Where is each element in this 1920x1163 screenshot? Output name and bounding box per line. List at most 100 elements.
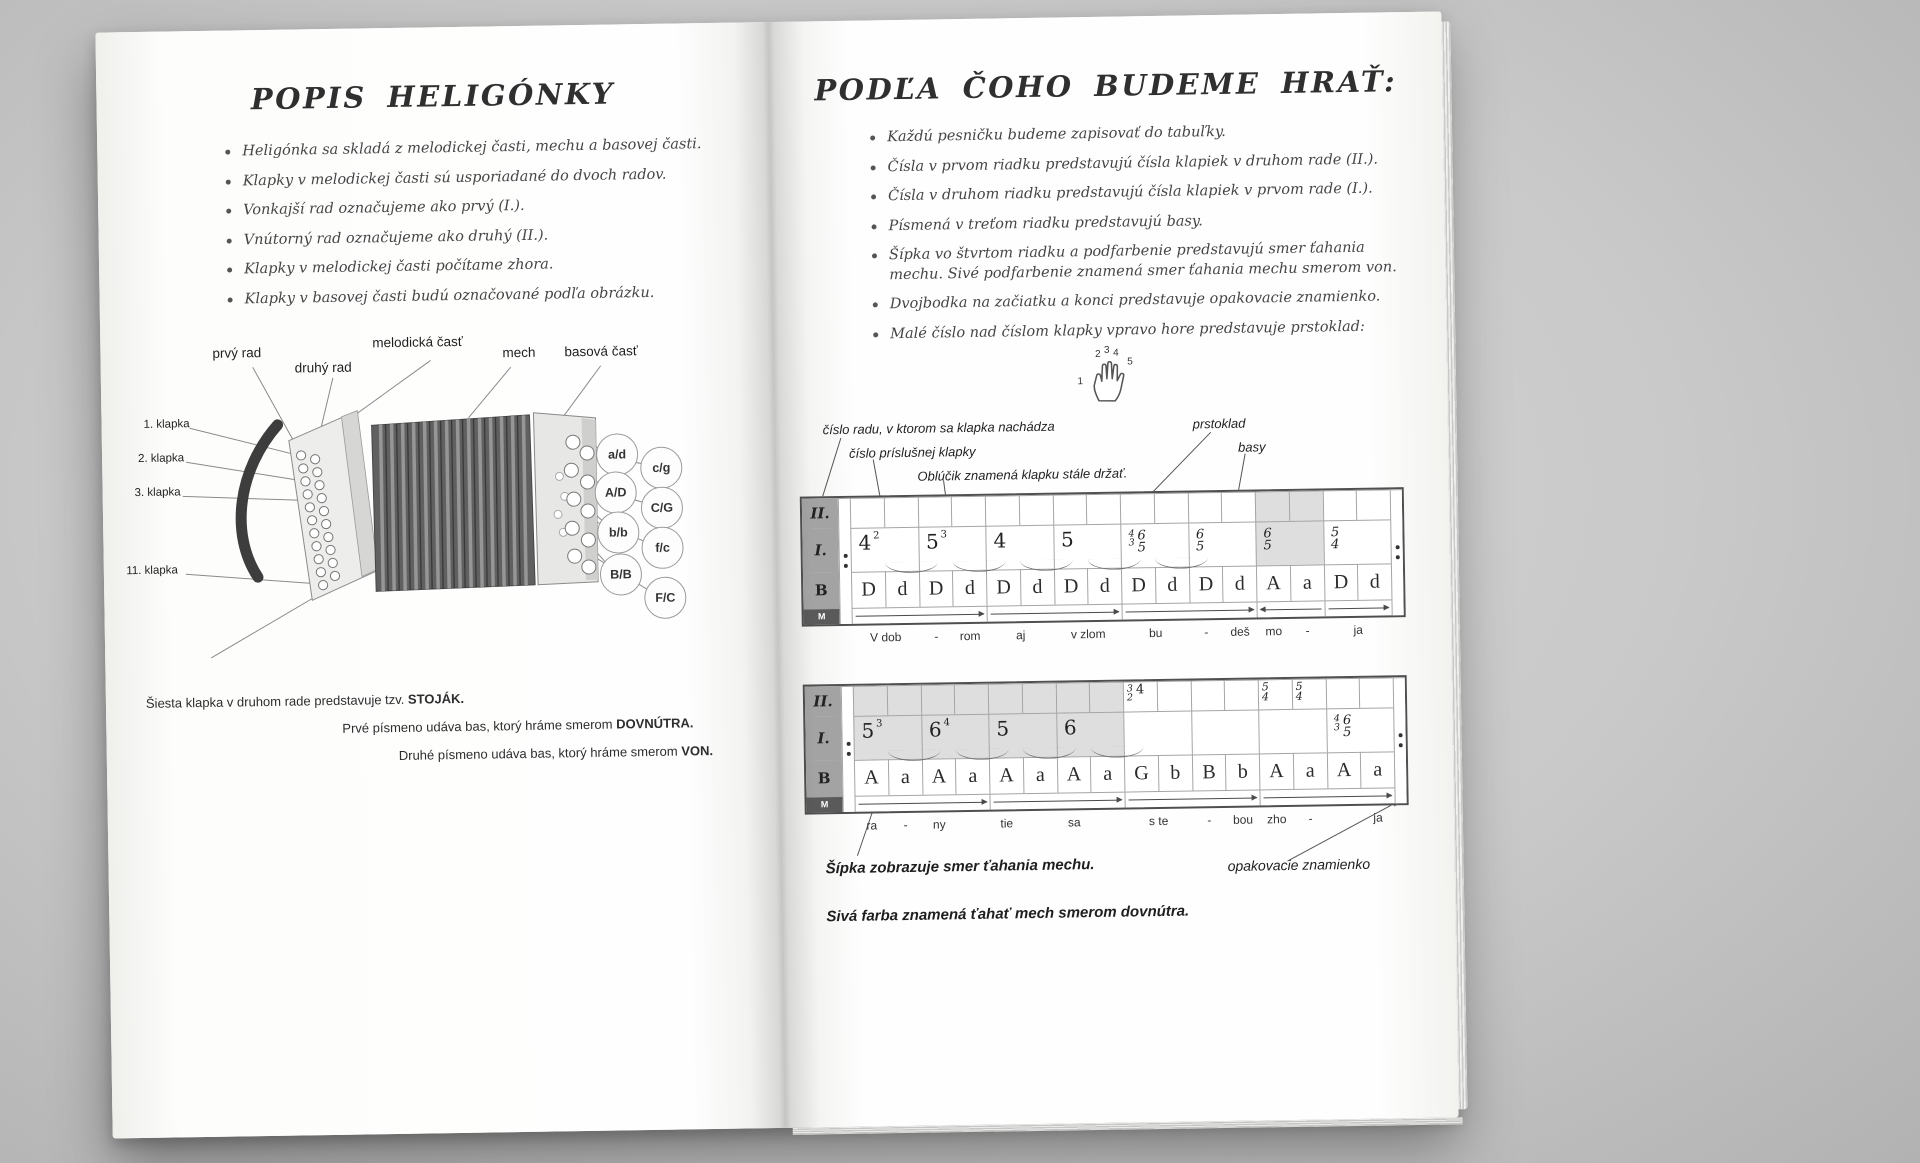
fingering-number: 2 bbox=[873, 529, 880, 541]
lyric-syllable: - bbox=[1204, 624, 1209, 639]
cell-row-II bbox=[1325, 677, 1360, 708]
bullet-icon bbox=[227, 297, 233, 303]
bullet-icon bbox=[872, 302, 878, 308]
bullet-icon bbox=[225, 149, 231, 155]
bullet-text: Heligónka sa skladá z melodickej časti, … bbox=[242, 136, 702, 160]
row-label: B bbox=[805, 759, 843, 797]
cell-bass: d bbox=[1087, 567, 1122, 604]
bullet-text: Vnútorný rad označujeme ako druhý (II.). bbox=[243, 227, 549, 249]
note-second-letter: Druhé písmeno udáva bas, ktorý hráme sme… bbox=[399, 743, 754, 763]
left-page-notes: Šiesta klapka v druhom rade predstavuje … bbox=[146, 687, 754, 768]
right-page: PODĽA ČOHO BUDEME HRAŤ: Každú pesničku b… bbox=[768, 11, 1459, 1128]
label-second-row: druhý rad bbox=[294, 360, 352, 376]
bass-section bbox=[532, 412, 599, 586]
bullet-icon bbox=[227, 267, 233, 273]
bellows-direction-arrow bbox=[854, 793, 990, 812]
bullet-text: Čísla v druhom riadku predstavujú čísla … bbox=[887, 180, 1373, 205]
note-text: Šiesta klapka v druhom rade predstavuje … bbox=[145, 692, 409, 712]
cell-row-II bbox=[1322, 489, 1357, 520]
lyric-syllable: sa bbox=[1067, 814, 1081, 829]
cell-bass: a bbox=[1360, 750, 1395, 788]
accordion-diagram: prvý rad druhý rad melodická časť mech b… bbox=[106, 329, 774, 684]
bullet-text: Čísla v prvom riadku predstavujú čísla k… bbox=[887, 151, 1379, 175]
cell-row-II bbox=[920, 683, 955, 715]
lyric-syllable: v zlom bbox=[1070, 626, 1106, 641]
open-booklet: POPIS HELIGÓNKY Heligónka sa skladá z me… bbox=[95, 11, 1468, 1139]
lyric-syllable: bou bbox=[1232, 812, 1254, 827]
left-page-title: POPIS HELIGÓNKY bbox=[250, 76, 616, 117]
footer-note-gray: Sivá farba znamená ťahať mech smerom dov… bbox=[826, 902, 1190, 925]
cell-bass: b bbox=[1157, 754, 1192, 791]
annotation-row-number: číslo radu, v ktorom sa klapka nachádza bbox=[822, 418, 1055, 437]
bellows-direction-arrow bbox=[1124, 788, 1260, 808]
bellows-direction-arrow bbox=[1323, 598, 1392, 616]
bullet-icon bbox=[870, 164, 876, 171]
cell-row-II bbox=[1355, 488, 1391, 520]
note-bold: STOJÁK. bbox=[407, 691, 465, 708]
cell-bass: D bbox=[918, 569, 953, 607]
cell-bass: a bbox=[1090, 755, 1125, 792]
bullet-icon bbox=[871, 253, 878, 259]
row-label: M bbox=[806, 795, 843, 813]
lyric-syllable: ra bbox=[866, 817, 878, 833]
bullet-icon bbox=[871, 224, 877, 230]
bullet-item: Malé číslo nad číslom klapky vpravo hore… bbox=[871, 317, 1400, 345]
cell-row-II bbox=[1288, 489, 1323, 521]
note-bold: VON. bbox=[681, 743, 714, 759]
lyric-syllable: ny bbox=[932, 816, 946, 832]
cell-bass: D bbox=[1188, 565, 1223, 603]
cell-bass: d bbox=[884, 570, 920, 607]
accordion-illustration bbox=[182, 360, 657, 659]
cell-bass: D bbox=[1053, 567, 1088, 605]
tablature-section: číslo radu, v ktorom sa klapka nachádza … bbox=[793, 412, 1442, 937]
bullet-text: Vonkajší rad označujeme ako prvý (I.). bbox=[243, 198, 525, 219]
annotation-arc: Oblúčik znamená klapku stále držať. bbox=[917, 464, 1128, 484]
cell-row-II bbox=[849, 496, 885, 528]
bullet-item: Dvojbodka na začiatku a konci predstavuj… bbox=[871, 288, 1400, 316]
annotation-fingering: prstoklad bbox=[1192, 415, 1246, 431]
bullet-text: Malé číslo nad číslom klapky vpravo hore… bbox=[890, 318, 1365, 343]
right-page-title: PODĽA ČOHO BUDEME HRAŤ: bbox=[814, 64, 1398, 108]
lyric-syllable: - bbox=[1207, 812, 1212, 827]
cell-row-II bbox=[984, 494, 1019, 526]
cell-row-II bbox=[1088, 681, 1124, 712]
bullet-icon bbox=[226, 208, 232, 214]
key-number: 5 bbox=[996, 715, 1010, 741]
label-first-row: prvý rad bbox=[212, 345, 262, 362]
key-number: 5 bbox=[925, 528, 939, 554]
bullet-item: Heligónka sa skladá z melodickej časti, … bbox=[223, 135, 718, 162]
annotation-basses: basy bbox=[1237, 438, 1266, 455]
cell-bass: A bbox=[1258, 752, 1294, 789]
row-label: M bbox=[803, 607, 840, 625]
cell-row-I bbox=[1190, 708, 1259, 755]
cell-bass: a bbox=[1289, 563, 1324, 601]
cell-bass: a bbox=[955, 757, 990, 794]
bullet-item: Čísla v druhom riadku predstavujú čísla … bbox=[869, 179, 1398, 207]
cell-row-II bbox=[1254, 490, 1289, 521]
finger-number-3: 3 bbox=[1103, 344, 1110, 356]
bellows-direction-arrow bbox=[1259, 786, 1395, 805]
fingering-number: 4 bbox=[943, 716, 951, 728]
lyric-syllable: - bbox=[1305, 623, 1310, 638]
row-label: II. bbox=[804, 685, 842, 717]
cell-bass: d bbox=[952, 569, 987, 606]
cell-bass: d bbox=[1222, 564, 1257, 602]
lyric-syllable: tie bbox=[1000, 815, 1014, 831]
finger-number-1: 1 bbox=[1077, 375, 1084, 387]
lyric-syllable: V dob bbox=[869, 629, 902, 645]
cell-bass: d bbox=[1357, 562, 1392, 600]
key-number: 6 bbox=[928, 716, 942, 742]
key-number: 5 bbox=[1060, 526, 1074, 552]
cell-bass: D bbox=[985, 568, 1021, 606]
